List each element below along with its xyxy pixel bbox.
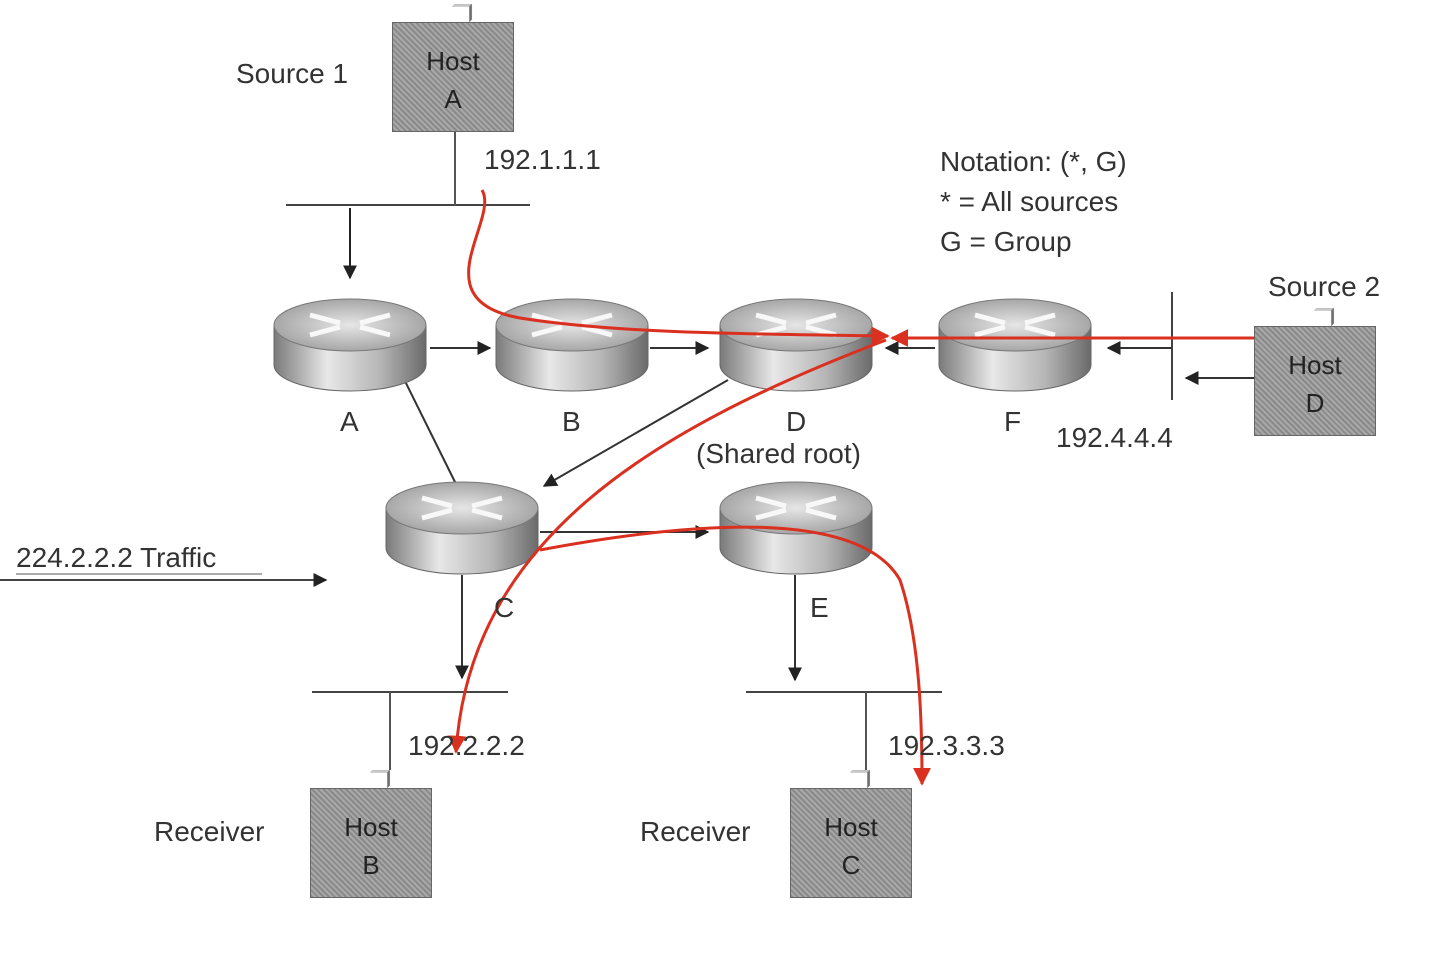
receiver-c-label: Receiver (640, 816, 751, 847)
router-b-label: B (562, 406, 581, 437)
ip-label-a: 192.1.1.1 (484, 144, 601, 175)
host-c-line2: C (841, 850, 861, 880)
source2-label: Source 2 (1268, 271, 1381, 302)
host-a-face (392, 22, 514, 132)
router-f (939, 299, 1091, 391)
notation-line-1: Notation: (*, G) (940, 146, 1127, 177)
path-rp-to-receiver-b (448, 338, 887, 754)
lan-segment-a (286, 128, 530, 206)
router-c-label: C (494, 592, 515, 623)
traffic-label: 224.2.2.2 Traffic (16, 542, 217, 573)
notation-line-3: G = Group (940, 226, 1072, 257)
router-f-label: F (1004, 406, 1022, 437)
host-c-face (790, 788, 912, 898)
link-a-c (396, 364, 456, 483)
host-d-line2: D (1305, 388, 1325, 418)
ip-label-c: 192.3.3.3 (888, 730, 1005, 761)
host-a-line2: A (444, 84, 462, 114)
notation-line-2: * = All sources (940, 186, 1119, 217)
host-d-face (1254, 326, 1376, 436)
path-source1-to-rp (467, 189, 890, 345)
router-b (496, 299, 648, 391)
ip-label-f: 192.4.4.4 (1056, 422, 1173, 453)
router-a-label: A (340, 406, 359, 437)
router-e-label: E (810, 592, 829, 623)
router-c (386, 482, 538, 574)
lan-segment-c (746, 691, 942, 770)
host-b-line1: Host (344, 812, 398, 842)
arrow-d-to-c (542, 379, 729, 487)
receiver-b-label: Receiver (154, 816, 265, 847)
host-d-box-icon (1313, 308, 1334, 326)
host-b-box-icon (369, 770, 390, 788)
source1-label: Source 1 (236, 58, 349, 89)
lan-segment-b (312, 691, 508, 770)
ip-label-b: 192.2.2.2 (408, 730, 525, 761)
host-c-box-icon (849, 770, 870, 788)
host-b-face (310, 788, 432, 898)
router-a (274, 299, 426, 391)
path-rp-to-receiver-c (539, 525, 931, 786)
host-c-line1: Host (824, 812, 878, 842)
shared-root-label: (Shared root) (696, 438, 861, 469)
host-a-box-icon (451, 4, 472, 22)
host-b-line2: B (362, 850, 380, 880)
host-d-line1: Host (1288, 350, 1342, 380)
router-d-label: D (786, 406, 807, 437)
host-a-line1: Host (426, 46, 480, 76)
